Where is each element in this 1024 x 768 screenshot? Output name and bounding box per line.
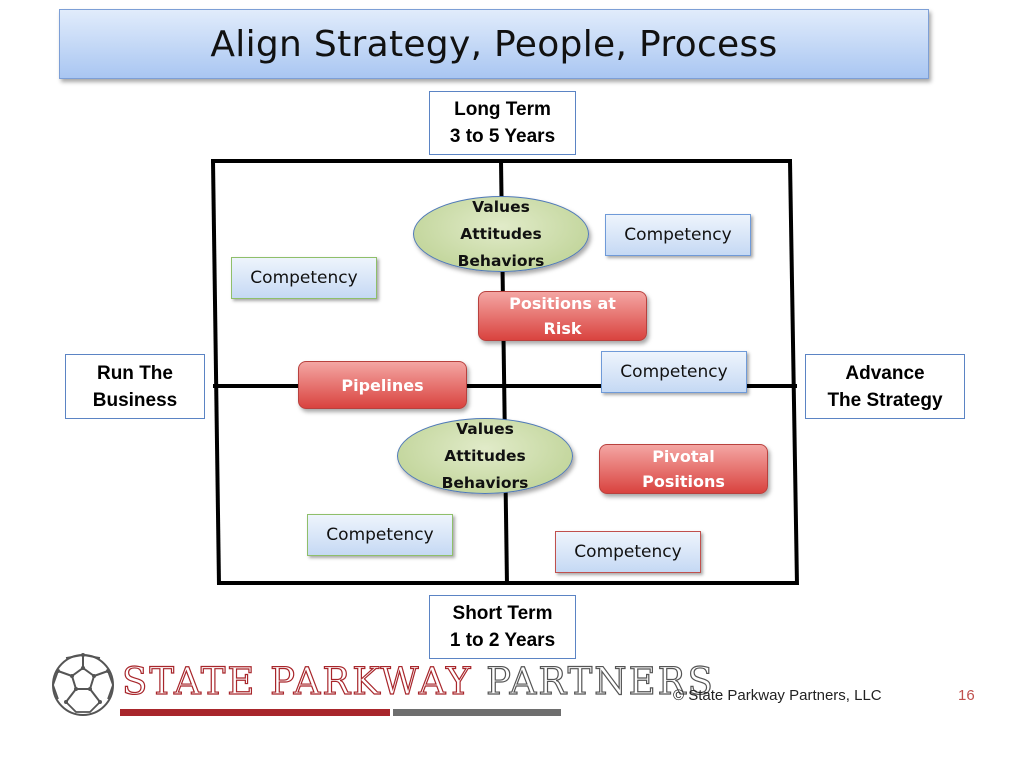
competency-box-bottom-left: Competency [307, 514, 453, 556]
buckyball-logo-icon [52, 653, 114, 716]
logo-grey-bar [393, 709, 561, 716]
logo-word-state-parkway: STATE PARKWAY [121, 659, 473, 703]
copyright-notice: © State Parkway Partners, LLC [673, 687, 882, 704]
competency-box-top-left: Competency [231, 257, 377, 299]
slide-title-bar: Align Strategy, People, Process [59, 9, 929, 79]
grid-right-line [788, 160, 799, 586]
pipelines-box: Pipelines [298, 361, 467, 409]
page-number: 16 [958, 687, 975, 704]
slide-title: Align Strategy, People, Process [210, 23, 778, 65]
logo-red-bar [120, 709, 390, 716]
competency-box-top-right-lower: Competency [601, 351, 747, 393]
competency-box-top-right-upper: Competency [605, 214, 751, 256]
competency-box-bottom-right: Competency [555, 531, 701, 573]
grid-left-line [211, 160, 221, 586]
logo-word-partners: PARTNERS [486, 659, 715, 703]
company-logo-text: STATE PARKWAY PARTNERS [121, 659, 715, 703]
